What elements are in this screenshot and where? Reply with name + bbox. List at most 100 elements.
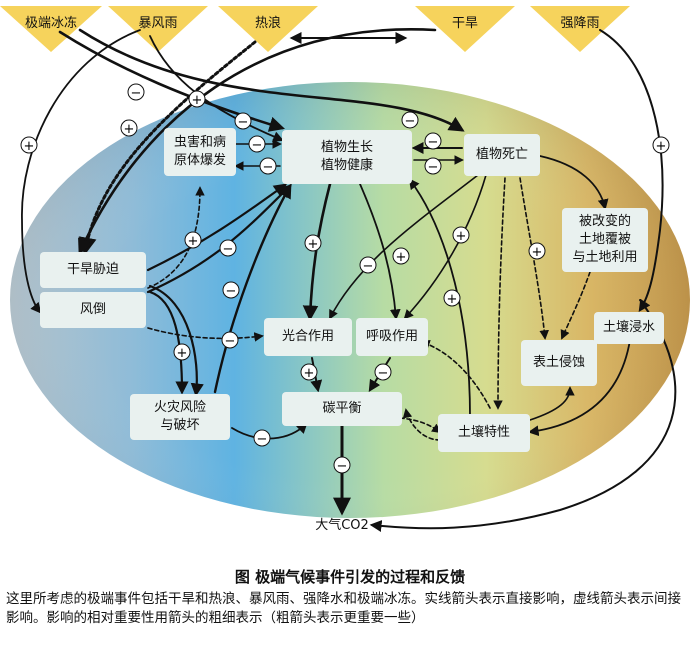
- figure-caption: 这里所考虑的极端事件包括干旱和热浪、暴风雨、强降水和极端冰冻。实线箭头表示直接影…: [6, 591, 681, 626]
- node-windthrow: 风倒: [40, 292, 146, 328]
- sign-minus: −: [127, 83, 145, 101]
- sign-minus: −: [374, 363, 392, 381]
- node-land-cover-line3: 与土地利用: [572, 250, 638, 265]
- arrow-windthrow-fire-2: [148, 284, 204, 397]
- arrow-landcover-erosion: [560, 271, 591, 340]
- node-land-cover-line1: 被改变的: [578, 214, 631, 229]
- node-topsoil-erosion: 表土侵蚀: [521, 340, 597, 386]
- node-plant-growth-line2: 植物健康: [320, 158, 373, 173]
- arrow-heatwave-droughtstress: [78, 40, 257, 256]
- sign-text: −: [238, 115, 249, 130]
- arrow-droughtstress-plantgrowth: [146, 183, 288, 272]
- sign-text: −: [223, 242, 234, 257]
- arrow-freeze-plantdeath: [78, 28, 465, 132]
- sign-plus: +: [184, 231, 202, 249]
- node-fire-risk-line2: 与破坏: [160, 418, 200, 433]
- triangle-extreme-freeze: [0, 6, 102, 52]
- sign-text: −: [263, 160, 274, 175]
- sign-plus: +: [392, 247, 410, 265]
- sign-minus: −: [401, 111, 419, 129]
- arrow-plantdeath-landcover: [539, 155, 609, 211]
- node-pests: 虫害和病 原体爆发: [164, 128, 236, 176]
- node-fire-risk-line1: 火灾风险: [153, 400, 206, 415]
- sign-text: −: [405, 114, 416, 129]
- sign-plus: +: [304, 234, 322, 252]
- arrow-leaching-soil: [527, 339, 631, 437]
- node-soil-properties: 土壤特性: [438, 414, 530, 452]
- sign-text: −: [252, 138, 263, 153]
- node-plant-growth: 植物生长 植物健康: [282, 130, 412, 184]
- sign-text: +: [192, 93, 203, 108]
- sign-minus: −: [424, 132, 442, 150]
- node-plant-death: 植物死亡: [464, 134, 540, 176]
- sign-text: −: [225, 334, 236, 349]
- event-extreme-freeze: 极端冰冻: [24, 16, 77, 31]
- sign-plus: +: [173, 343, 191, 361]
- sign-minus: −: [222, 281, 240, 299]
- sign-minus: −: [333, 456, 351, 474]
- sign-text: −: [226, 284, 237, 299]
- arrow-loop-atmosphere: [369, 299, 677, 532]
- sign-text: −: [428, 135, 439, 150]
- arrow-soil-respiration: [420, 339, 491, 409]
- node-drought-stress: 干旱胁迫: [40, 252, 146, 288]
- arrow-plantdeath-respiration: [403, 174, 487, 320]
- arrow-plantdeath-photosynthesis: [329, 174, 479, 320]
- arrow-soil-carbon: [402, 408, 441, 441]
- arrow-soil-plantgrowth: [408, 178, 471, 417]
- sign-minus: −: [248, 135, 266, 153]
- triangle-drought: [415, 6, 515, 52]
- sign-text: +: [396, 250, 407, 265]
- sign-minus: −: [219, 239, 237, 257]
- sign-text: +: [656, 139, 667, 154]
- sign-text: −: [428, 160, 439, 175]
- arrow-rainstorm-windthrow: [21, 29, 141, 314]
- triangle-rainstorm: [108, 6, 208, 52]
- sign-text: +: [532, 245, 543, 260]
- sign-minus: −: [234, 112, 252, 130]
- triangle-heavy-rain: [530, 6, 630, 52]
- node-plant-growth-line1: 植物生长: [320, 140, 373, 155]
- event-heatwave: 热浪: [254, 16, 281, 31]
- sign-plus: +: [20, 136, 38, 154]
- sign-plus: +: [443, 289, 461, 307]
- sign-text: +: [177, 346, 188, 361]
- arrow-fire-plantgrowth: [213, 183, 292, 394]
- node-pests-line2: 原体爆发: [173, 153, 226, 168]
- arrow-carbon-soil: [399, 417, 442, 434]
- sign-text: +: [308, 237, 319, 252]
- sign-plus: +: [452, 226, 470, 244]
- sign-minus: −: [259, 157, 277, 175]
- arrow-fire-carbon: [231, 422, 308, 440]
- sign-plus: +: [528, 242, 546, 260]
- node-carbon-balance: 碳平衡: [282, 392, 402, 426]
- triangle-heatwave: [218, 6, 318, 52]
- arrow-plantgrowth-respiration: [359, 183, 401, 321]
- sign-plus: +: [120, 119, 138, 137]
- sign-minus: −: [253, 429, 271, 447]
- arrow-windthrow-fire: [148, 290, 189, 395]
- sign-plus: +: [300, 363, 318, 381]
- node-atmosphere-co2: 大气CO2: [315, 518, 369, 533]
- sign-text: +: [124, 122, 135, 137]
- node-land-cover-line2: 土地覆被: [578, 232, 631, 247]
- sign-text: −: [131, 86, 142, 101]
- arrow-windthrow-plantgrowth: [146, 184, 292, 294]
- arrow-plantdeath-erosion: [519, 177, 549, 340]
- event-triangles: [0, 6, 630, 52]
- sign-text: −: [363, 259, 374, 274]
- arrow-drought-droughtstress: [78, 28, 437, 255]
- sign-minus: −: [221, 331, 239, 349]
- sign-text: +: [188, 234, 199, 249]
- node-photosynthesis: 光合作用: [264, 318, 352, 356]
- sign-text: −: [337, 459, 348, 474]
- sign-plus: +: [188, 90, 206, 108]
- node-pests-line1: 虫害和病: [173, 135, 226, 150]
- sign-minus: −: [424, 157, 442, 175]
- arrow-plantdeath-soil: [493, 177, 506, 410]
- node-respiration: 呼吸作用: [356, 318, 428, 356]
- sign-text: −: [257, 432, 268, 447]
- sign-text: +: [456, 229, 467, 244]
- node-fire-risk: 火灾风险 与破坏: [130, 394, 230, 440]
- figure-title: 图 极端气候事件引发的过程和反馈: [234, 568, 466, 586]
